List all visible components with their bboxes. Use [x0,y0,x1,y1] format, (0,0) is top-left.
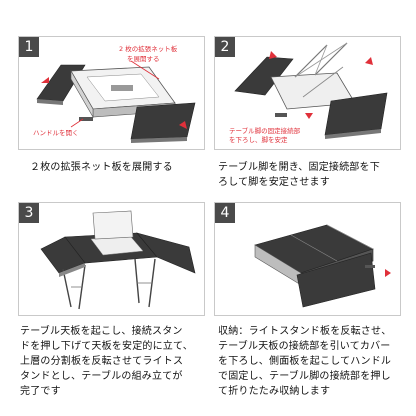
step-1-annotation-1: 2 枚の拡張ネット板 [119,44,178,53]
step-3-number-badge: 3 [19,203,39,223]
step-4-number-badge: 4 [215,203,235,223]
step-1-illustration: 2 枚の拡張ネット板 を展開する ハンドルを開く [33,44,196,143]
step-3-caption: テーブル天板を起こし、接続スタン ドを押し下げて天板を安定的に立て、 上層の分割… [20,326,193,397]
step-2-caption: テーブル脚を開き、固定接続部を下 ろして脚を安定させます [218,162,380,188]
step-2-annotation-2: を下ろし、脚を安定 [229,135,288,144]
step-1-annotation-2: を展開する [127,55,160,63]
step-4-illustration [254,224,391,308]
step-3-illustration [40,210,196,310]
step-1-annotation-3: ハンドルを開く [33,129,79,137]
step-1-number-badge: 1 [19,37,39,57]
step-2-panel: テーブル脚の固定接続部 を下ろし、脚を安定 2 [214,36,401,150]
step-3-panel: 3 [18,202,205,316]
step-1-panel: 2 枚の拡張ネット板 を展開する ハンドルを開く 1 [18,36,205,150]
step-4-panel: 4 [214,202,401,316]
step-4-caption: 収納：ライトスタンド板を反転させ、 テーブル天板の接続部を引いてカバー を下ろし… [218,326,392,397]
step-2-number-badge: 2 [215,37,235,57]
step-1-caption: ２枚の拡張ネット板を展開する [30,162,173,173]
step-2-illustration: テーブル脚の固定接続部 を下ろし、脚を安定 [229,42,388,144]
step-2-annotation-1: テーブル脚の固定接続部 [229,126,301,135]
